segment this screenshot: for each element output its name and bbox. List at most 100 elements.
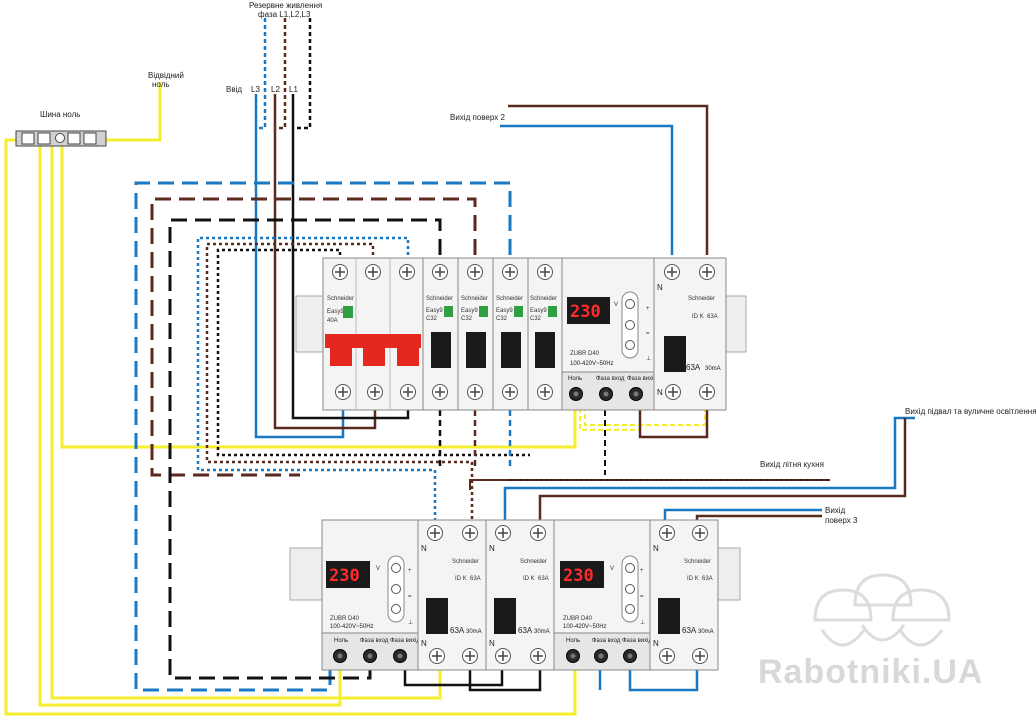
rcd-b1-n-upper: N [421,544,427,553]
breaker-1-handle[interactable] [431,332,451,368]
rcd-b3-model: ID K [687,576,699,582]
l3-label: L3 [251,85,260,94]
voltage-relay-bottom-2: 230 V + = ⊥ ZUBR D40 100-420V~50Hz Ноль … [553,519,652,671]
relay-b1-button-mid[interactable] [391,584,401,594]
rcd-b2-current: 30mA [534,629,550,635]
relay-b2-plus-icon: + [640,568,644,574]
breaker-1: Schneider Easy9 C32 [422,257,459,411]
neutral-out-label-2: ноль [152,80,170,89]
relay-b2-display [560,561,604,588]
breaker-4-handle[interactable] [535,332,555,368]
rcd-top-rating-big: 63A [686,363,701,372]
relay-top-ground-icon: ⊥ [646,355,651,362]
relay-b2-button-down[interactable] [625,604,635,614]
relay-top-button-down[interactable] [625,340,635,350]
rcd-b1-n-lower: N [421,639,427,648]
breaker-3-handle[interactable] [501,332,521,368]
worker-helmets-logo [813,573,951,647]
switch-name: Easy9 [327,309,344,315]
rcd-top-brand: Schneider [688,296,715,302]
relay-b2-button-mid[interactable] [625,584,635,594]
rcd-top-handle[interactable] [664,336,686,372]
rcd-b3-current: 30mA [698,629,714,635]
switch-handle-bar[interactable] [325,334,421,348]
relay-b1-display-value: 230 [329,566,360,586]
neutral-out-label: Вiдвiдний [148,71,184,80]
breaker-2: Schneider Easy9 C32 [457,257,494,411]
rcd-bottom-1: N N Schneider ID K 63A 63A 30mA [417,519,487,671]
rcd-b2-n-lower: N [489,639,495,648]
breaker-3-rating: C32 [496,316,508,322]
voltage-relay-bottom-1: 230 V + = ⊥ ZUBR D40 100-420V~50Hz Ноль … [321,519,420,671]
rcd-bottom-2: N N Schneider ID K 63A 63A 30mA [485,519,555,671]
breaker-4-brand: Schneider [530,296,557,302]
relay-b2-display-value: 230 [563,566,594,586]
relay-b1-model: ZUBR D40 [330,616,360,622]
rcd-b1-model: ID K [455,576,467,582]
reserve-power-label: Резервне живлення [249,1,322,10]
rcd-bottom-3: N N Schneider ID K 63A 63A 30mA [649,519,719,671]
relay-b1-plus-icon: + [408,568,412,574]
breaker-2-rating: C32 [461,316,473,322]
rcd-b3-rating: 63A [702,576,713,582]
neutral-bus-label: Шина ноль [40,110,80,119]
relay-top-display-value: 230 [570,302,601,322]
breaker-2-brand: Schneider [461,296,488,302]
relay-b1-display [326,561,370,588]
relay-b2-term-in: Фаза вход [592,638,621,644]
rcd-b1-current: 30mA [466,629,482,635]
voltage-relay-top: 230 V + = ⊥ ZUBR D40 100-420V~50Hz Ноль … [561,257,657,411]
breaker-3-brand: Schneider [496,296,523,302]
relay-b1-eq-icon: = [408,594,412,600]
relay-b1-term-out: Фаза вихід [390,638,420,644]
out-floor2-label: Вихiд поверх 2 [450,113,505,122]
breakers: Schneider Easy9 C32 Schneider Easy9 C32 … [422,257,563,411]
relay-b2-eq-icon: = [640,594,644,600]
rcd-top-n-lower: N [657,388,663,397]
relay-top-spec: 100-420V~50Hz [570,361,614,367]
relay-b2-term-n: Ноль [566,638,580,644]
breaker-3-name: Easy9 [496,308,513,314]
relay-top-button-mid[interactable] [625,320,635,330]
relay-b1-term-in: Фаза вход [360,638,389,644]
breaker-3: Schneider Easy9 C32 [492,257,529,411]
relay-b2-model: ZUBR D40 [563,616,593,622]
rcd-b3-handle[interactable] [658,598,680,634]
relay-top-v: V [614,302,618,308]
relay-top-model: ZUBR D40 [570,351,600,357]
relay-top-button-up[interactable] [625,299,635,309]
watermark: Rabotniki.UA [758,573,983,691]
watermark-text: Rabotniki.UA [758,653,983,691]
rcd-b2-model: ID K [523,576,535,582]
rcd-top-current: 30mA [705,366,721,372]
rcd-b2-rating-big: 63A [518,626,533,635]
relay-b2-spec: 100-420V~50Hz [563,624,607,630]
neutral-bus: Шина ноль [15,110,107,147]
relay-top-plus-icon: + [646,306,650,312]
switch-green-badge [343,306,353,318]
breaker-2-handle[interactable] [466,332,486,368]
rcd-b2-n-upper: N [489,544,495,553]
rcd-b1-rating-big: 63A [450,626,465,635]
relay-b1-button-up[interactable] [391,563,401,573]
relay-b1-button-down[interactable] [391,604,401,614]
rcd-b3-rating-big: 63A [682,626,697,635]
rcd-top-rating: 63A [707,314,718,320]
relay-b2-button-up[interactable] [625,563,635,573]
reserve-phases-label: фаза L1,L2,L3 [258,10,311,19]
rcd-b1-rating: 63A [470,576,481,582]
out-kitchen-label: Вихiд літня кухня [760,460,824,469]
rcd-b1-handle[interactable] [426,598,448,634]
breaker-1-name: Easy9 [426,308,443,314]
rcd-b2-rating: 63A [538,576,549,582]
switch-rating: 40A [327,318,338,324]
breaker-1-brand: Schneider [426,296,453,302]
switch-brand: Schneider [327,296,354,302]
breaker-2-name: Easy9 [461,308,478,314]
rcd-b2-handle[interactable] [494,598,516,634]
input-label: Ввiд [226,85,242,94]
rcd-b1-brand: Schneider [452,559,479,565]
rcd-b2-brand: Schneider [520,559,547,565]
